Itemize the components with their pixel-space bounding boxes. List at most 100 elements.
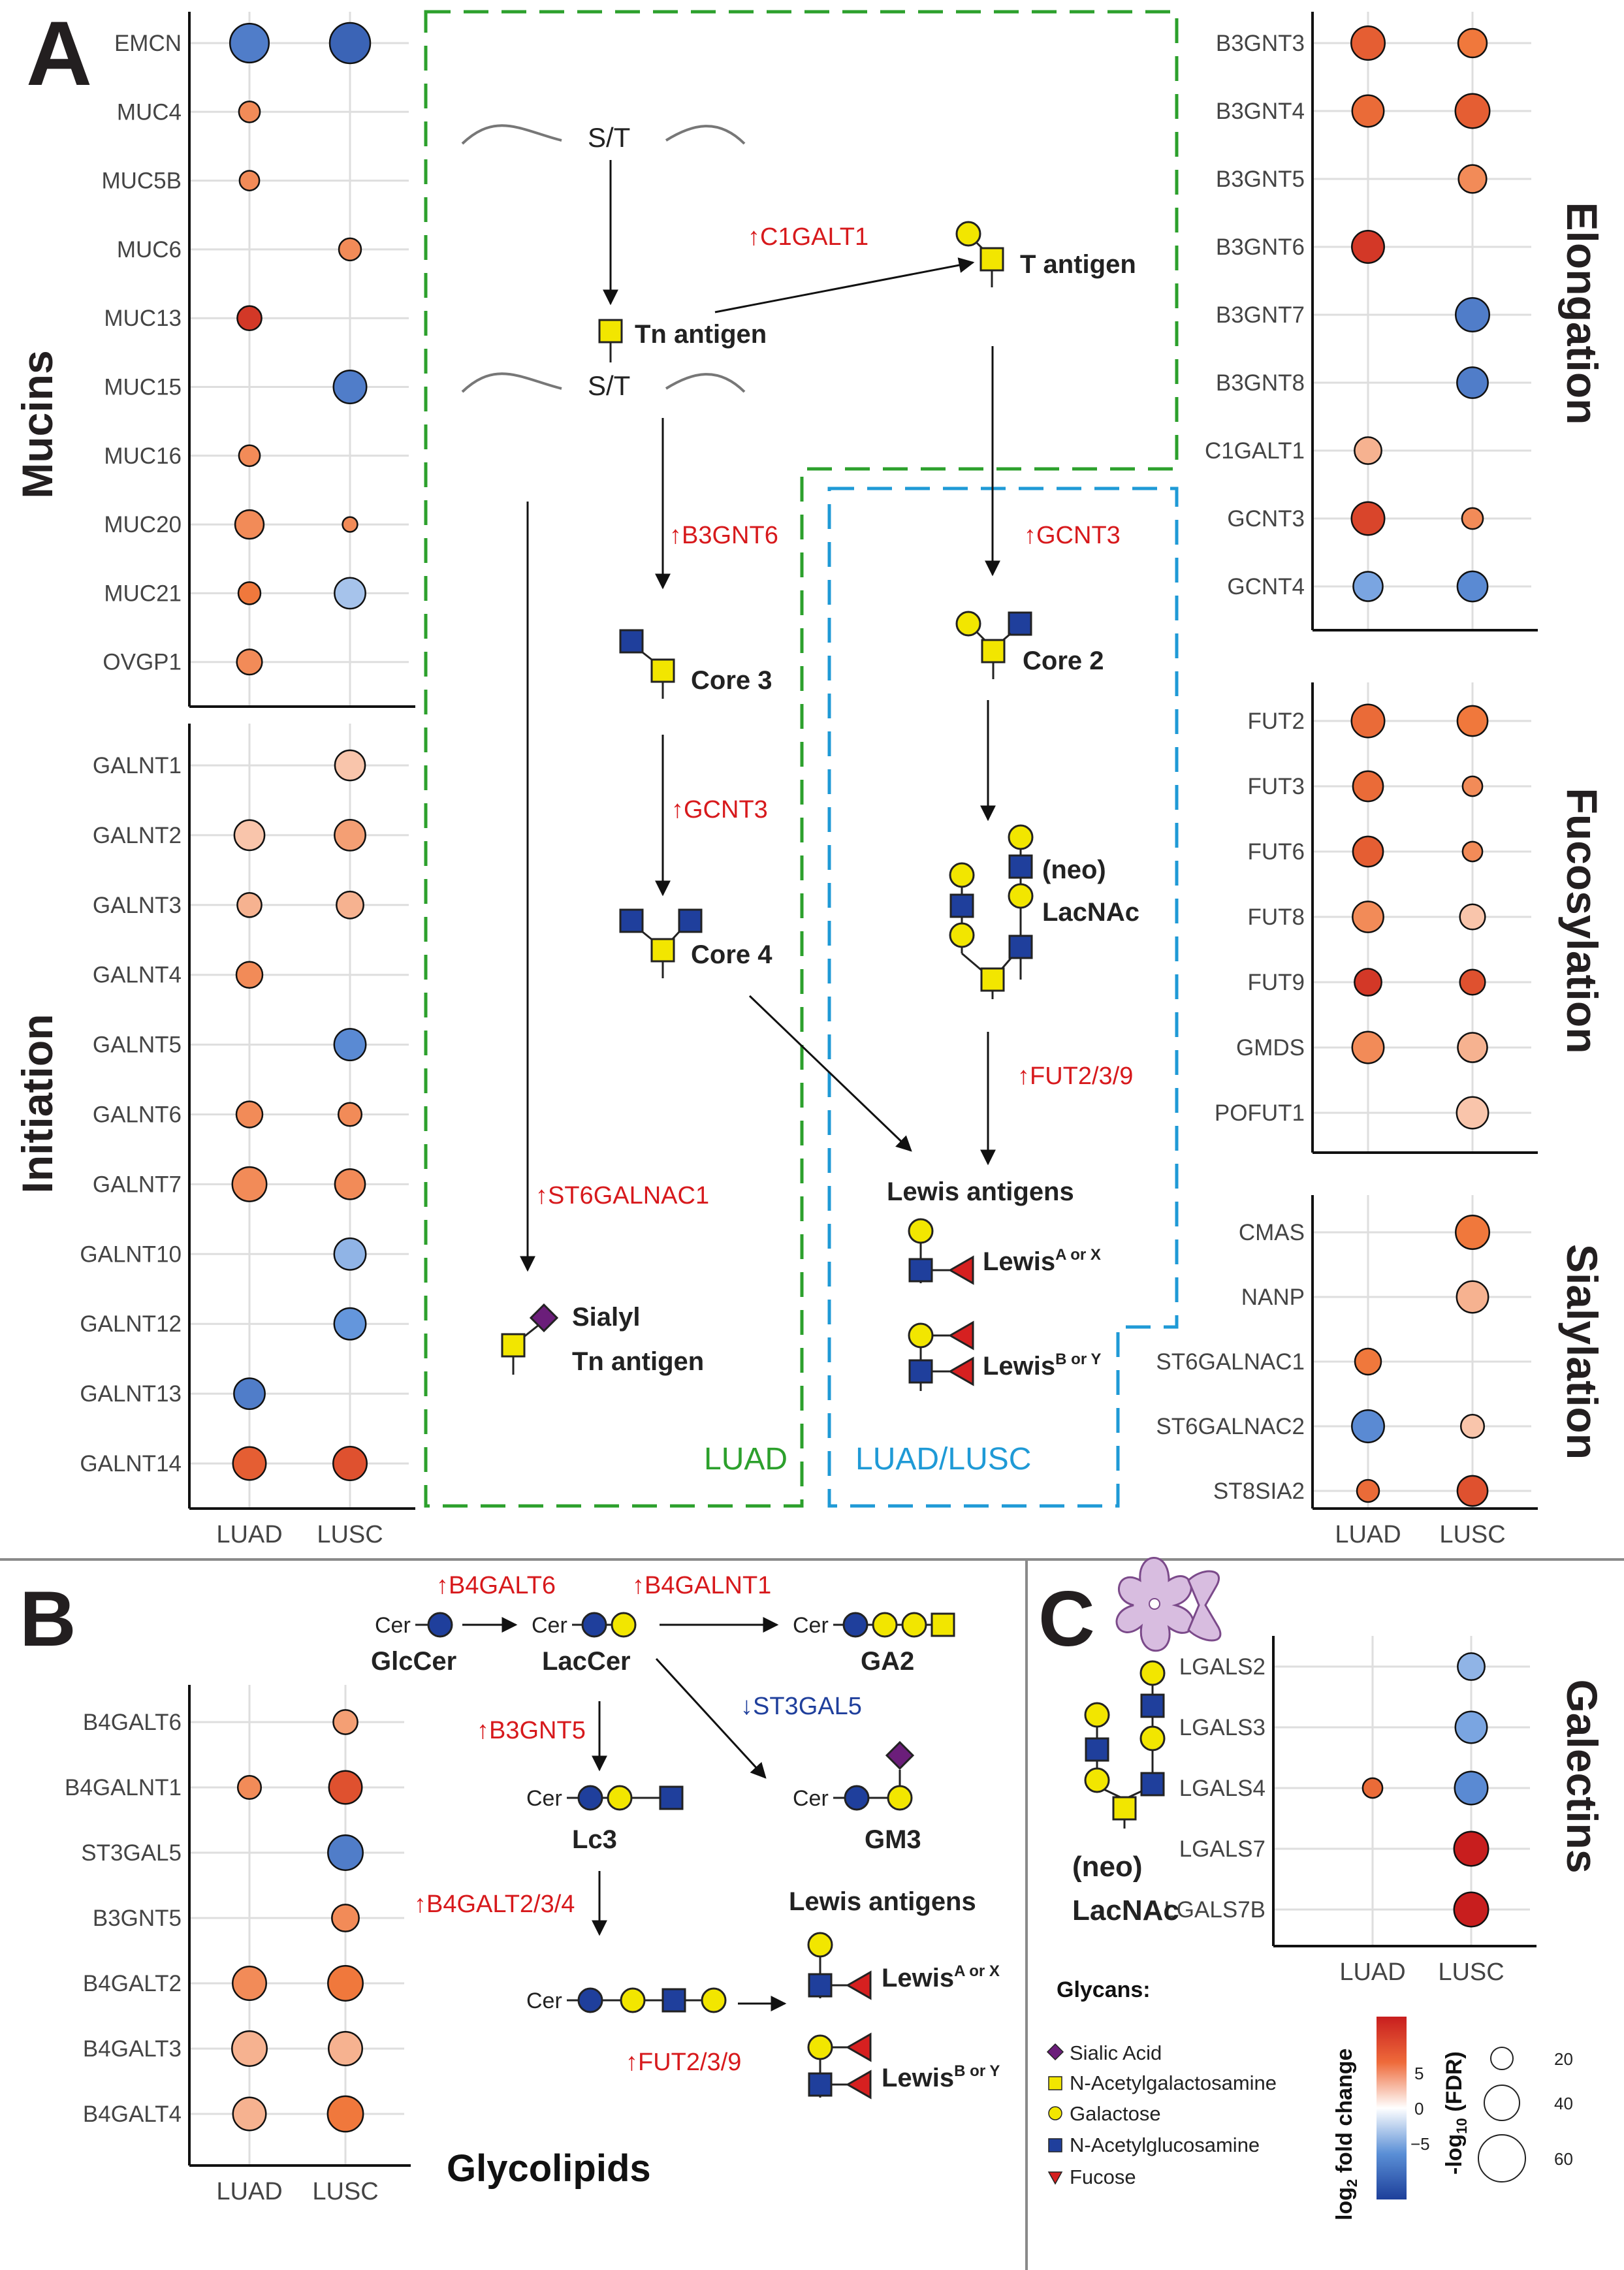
glycolipids-title: Glycolipids: [447, 2147, 651, 2190]
glcnac-square-icon: [619, 908, 644, 933]
group-title: Sialylation: [1558, 1244, 1606, 1460]
enzyme-b4galnt1: ↑B4GALNT1: [632, 1572, 771, 1599]
dot-luad: [233, 819, 266, 852]
galnac-square-icon: [650, 938, 675, 963]
dot-luad: [1351, 94, 1385, 128]
lc3-label: Lc3: [572, 1825, 617, 1854]
gene-label: MUC16: [104, 443, 182, 469]
dot-lusc: [331, 1904, 360, 1932]
arrow: [748, 995, 912, 1152]
gene-label: GALNT4: [93, 963, 182, 988]
size-tick: 20: [1554, 2049, 1573, 2069]
gene-label: MUC13: [104, 306, 182, 331]
t-antigen-label: T antigen: [1020, 250, 1136, 279]
gene-label: EMCN: [114, 31, 182, 56]
dot-luad: [1350, 703, 1386, 739]
cer-label: Cer: [375, 1613, 411, 1638]
dot-luad: [1350, 501, 1386, 536]
galnac-square-icon: [598, 319, 623, 344]
gal-circle-icon: [901, 1612, 927, 1638]
gene-label: CMAS: [1239, 1220, 1305, 1245]
dot-luad: [234, 509, 265, 540]
ga2-label: GA2: [861, 1647, 914, 1676]
gene-label: MUC20: [104, 512, 182, 537]
group-title: Galectins: [1558, 1679, 1606, 1873]
dot-lusc: [337, 1102, 363, 1127]
gal-circle-icon: [955, 611, 981, 637]
gene-label: GCNT3: [1227, 506, 1305, 532]
dot-lusc: [1454, 1710, 1488, 1744]
lacnac-label-c: LacNAc: [1072, 1894, 1179, 1926]
group-title: Initiation: [13, 1014, 61, 1194]
gene-label: B3GNT8: [1216, 370, 1305, 396]
color-scale-bar: [1377, 2017, 1407, 2199]
core3-label: Core 3: [691, 666, 772, 695]
dotplot-fucosylation: FUT2FUT3FUT6FUT8FUT9GMDSPOFUT1Fucosylati…: [1215, 682, 1606, 1154]
gene-label: GALNT2: [93, 823, 182, 848]
gene-label: LGALS2: [1179, 1654, 1266, 1680]
sialyl-tn-label: Tn antigen: [572, 1347, 704, 1376]
neo-lacnac-glycan-a: [949, 824, 1034, 999]
size-tick: 40: [1554, 2094, 1573, 2113]
gal-circle-icon: [607, 1785, 633, 1811]
dot-luad: [1352, 901, 1384, 933]
luad-box-label: LUAD: [704, 1442, 788, 1477]
gene-label: FUT8: [1248, 904, 1305, 930]
cer-label: Cer: [793, 1786, 829, 1811]
lewis-ax-label: LewisA or X: [983, 1246, 1101, 1276]
glycan-legend: Glycans: Sialic Acid N-Acetylgalactosami…: [1046, 1977, 1277, 2188]
color-tick: −5: [1410, 2134, 1430, 2154]
dot-luad: [1350, 25, 1386, 61]
dot-luad: [1352, 770, 1384, 803]
dot-luad: [1354, 436, 1382, 465]
arrow: [655, 1657, 767, 1779]
dot-lusc: [334, 818, 366, 852]
gene-label: LGALS7B: [1164, 1897, 1266, 1923]
enzyme-b4galt234: ↑B4GALT2/3/4: [414, 1891, 575, 1918]
gene-label: ST6GALNAC1: [1156, 1349, 1305, 1375]
glc-circle-icon: [577, 1987, 603, 2013]
gal-circle-icon: [611, 1612, 637, 1638]
group-title: Fucosylation: [1558, 788, 1606, 1053]
gene-label: NANP: [1241, 1285, 1305, 1310]
dotplot-glycolipids: B4GALT6B4GALNT1ST3GAL5B3GNT5B4GALT2B4GAL…: [65, 1685, 411, 2205]
dot-lusc: [1456, 366, 1489, 399]
gm3-label: GM3: [865, 1825, 921, 1854]
galnac-square-icon: [650, 658, 675, 683]
dot-lusc: [1461, 507, 1484, 530]
gene-label: POFUT1: [1215, 1100, 1305, 1126]
dot-lusc: [1455, 1215, 1490, 1250]
gene-label: B3GNT5: [1216, 167, 1305, 192]
gene-label: MUC15: [104, 375, 182, 400]
gene-label: MUC6: [117, 237, 182, 263]
gal-circle-icon: [620, 1987, 646, 2013]
gene-label: FUT6: [1248, 839, 1305, 865]
gene-label: GALNT7: [93, 1172, 182, 1197]
dot-lusc: [327, 1965, 364, 2002]
lusc-box-label: LUAD/LUSC: [855, 1442, 1031, 1477]
enzyme-gcnt3-b: ↑GCNT3: [1024, 522, 1121, 549]
lewis-ax-glycan-a: [908, 1218, 974, 1285]
dot-luad: [236, 1774, 263, 1800]
glycan-legend-title: Glycans:: [1057, 1977, 1151, 2002]
panel-label-b: B: [20, 1575, 76, 1663]
gene-label: OVGP1: [103, 650, 182, 675]
glycan-legend-item: Galactose: [1070, 2102, 1161, 2125]
dot-lusc: [342, 516, 358, 533]
dot-lusc: [1457, 1652, 1486, 1681]
neo-label-c: (neo): [1072, 1851, 1143, 1883]
gene-label: LGALS4: [1179, 1776, 1266, 1801]
laccer-label: LacCer: [542, 1647, 631, 1676]
panel-label-a: A: [26, 2, 92, 104]
galnac-square-icon: [979, 247, 1004, 272]
dot-lusc: [338, 237, 362, 262]
dot-luad: [232, 1966, 267, 2001]
enzyme-gcnt3-a: ↑GCNT3: [671, 796, 768, 823]
neo-lacnac-glycan-c: [1084, 1660, 1166, 1829]
dot-lusc: [328, 22, 372, 65]
dot-lusc: [334, 749, 366, 782]
cer-label: Cer: [532, 1613, 567, 1638]
gene-label: MUC4: [117, 99, 182, 125]
dot-luad: [238, 170, 261, 191]
lewis-b-label-b: LewisB or Y: [882, 2062, 1000, 2092]
